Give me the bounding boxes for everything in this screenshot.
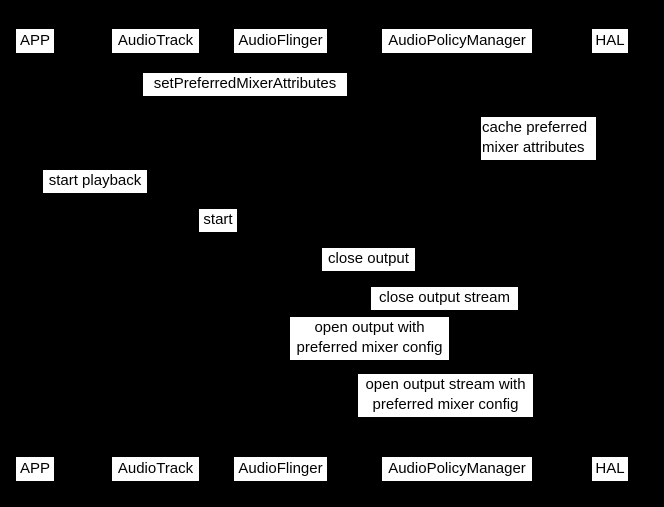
- arrow-close-output-stream: [457, 308, 610, 309]
- message-label-close-output[interactable]: close output: [322, 248, 415, 271]
- participant-footer-audioflinger[interactable]: AudioFlinger: [234, 457, 327, 481]
- message-label-cache-preferred-mixer-attributes[interactable]: cache preferred mixer attributes: [481, 117, 596, 160]
- participant-header-audiopolicymanager[interactable]: AudioPolicyManager: [382, 29, 532, 53]
- message-label-close-output-stream[interactable]: close output stream: [371, 287, 518, 310]
- message-label-start[interactable]: start: [199, 209, 237, 232]
- participant-footer-audiotrack[interactable]: AudioTrack: [112, 457, 199, 481]
- participant-footer-app[interactable]: APP: [16, 457, 54, 481]
- lifeline-audiopolicymanager: [457, 51, 458, 457]
- lifeline-audiotrack: [155, 51, 156, 457]
- arrow-cache-preferred-mixer-attributes: [457, 160, 497, 161]
- lifeline-app: [35, 51, 36, 457]
- participant-header-audiotrack[interactable]: AudioTrack: [112, 29, 199, 53]
- participant-header-audioflinger[interactable]: AudioFlinger: [234, 29, 327, 53]
- message-label-open-output-with-preferred-mixer-config[interactable]: open output with preferred mixer config: [290, 317, 449, 360]
- lifeline-audioflinger: [280, 51, 281, 457]
- participant-header-hal[interactable]: HAL: [592, 29, 628, 53]
- message-label-start-playback[interactable]: start playback: [43, 170, 147, 193]
- message-label-open-output-stream-with-preferred-mixer-config[interactable]: open output stream with preferred mixer …: [358, 374, 533, 417]
- participant-footer-hal[interactable]: HAL: [592, 457, 628, 481]
- participant-header-app[interactable]: APP: [16, 29, 54, 53]
- participant-footer-audiopolicymanager[interactable]: AudioPolicyManager: [382, 457, 532, 481]
- message-label-set-preferred-mixer-attributes[interactable]: setPreferredMixerAttributes: [143, 73, 347, 96]
- lifeline-hal: [610, 51, 611, 457]
